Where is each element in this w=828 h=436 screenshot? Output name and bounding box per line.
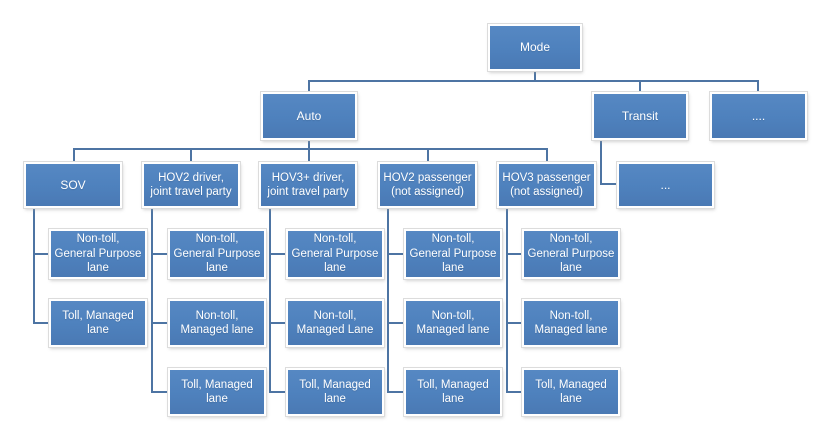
connector-to-hov2-driver — [190, 148, 192, 163]
connector-rail-level3 — [73, 148, 548, 150]
node-hov2p-lane-1: Non-toll, Managed lane — [404, 299, 502, 347]
node-ellipsis-transit: ... — [617, 162, 714, 208]
connector-hov2p-lane2 — [387, 391, 404, 393]
connector-hov2d-lane1 — [151, 322, 168, 324]
connector-hov3d-lane1 — [269, 322, 286, 324]
node-sov-lane-0: Non-toll, General Purpose lane — [49, 229, 147, 279]
node-sov-lane-1: Toll, Managed lane — [49, 299, 147, 347]
connector-sov-hang — [33, 208, 35, 324]
connector-rail-level2 — [308, 80, 759, 82]
connector-hov3p-lane0 — [506, 253, 522, 255]
connector-sov-lane1 — [33, 322, 49, 324]
connector-hov2p-lane1 — [387, 322, 404, 324]
node-hov2d-lane-0: Non-toll, General Purpose lane — [168, 229, 266, 279]
node-mode: Mode — [488, 24, 582, 71]
node-hov3p-lane-1: Non-toll, Managed lane — [522, 299, 620, 347]
connector-hov2p-hang — [387, 208, 389, 393]
connector-hov2d-hang — [151, 208, 153, 393]
connector-hov3d-lane2 — [269, 391, 286, 393]
node-hov3d-lane-2: Toll, Managed lane — [286, 368, 384, 416]
connector-hov3d-lane0 — [269, 253, 286, 255]
connector-hov3p-hang — [506, 208, 508, 393]
connector-transit-elbow — [600, 183, 618, 185]
node-hov3p-lane-0: Non-toll, General Purpose lane — [522, 229, 620, 279]
node-hov2-driver: HOV2 driver, joint travel party — [142, 162, 240, 208]
connector-hov3d-hang — [269, 208, 271, 393]
connector-hov2d-lane0 — [151, 253, 168, 255]
node-hov2d-lane-1: Non-toll, Managed lane — [168, 299, 266, 347]
connector-to-auto — [308, 80, 310, 93]
connector-auto-stub — [308, 140, 310, 163]
node-hov2p-lane-2: Toll, Managed lane — [404, 368, 502, 416]
node-ellipsis-top: .... — [710, 92, 807, 140]
node-hov3d-lane-0: Non-toll, General Purpose lane — [286, 229, 384, 279]
connector-sov-lane0 — [33, 253, 49, 255]
node-hov2-passenger: HOV2 passenger (not assigned) — [378, 162, 477, 208]
connector-transit-drop — [600, 140, 602, 185]
connector-to-hov3-pass — [546, 148, 548, 163]
node-hov3-driver: HOV3+ driver, joint travel party — [259, 162, 357, 208]
connector-hov2p-lane0 — [387, 253, 404, 255]
connector-to-dots — [757, 80, 759, 93]
connector-hov2d-lane2 — [151, 391, 168, 393]
node-sov: SOV — [24, 162, 122, 208]
connector-hov3p-lane1 — [506, 322, 522, 324]
connector-mode-stub — [534, 71, 536, 81]
node-transit: Transit — [592, 92, 688, 140]
connector-to-sov — [73, 148, 75, 163]
connector-to-transit — [639, 80, 641, 93]
node-hov3p-lane-2: Toll, Managed lane — [522, 368, 620, 416]
connector-to-hov2-pass — [427, 148, 429, 163]
node-hov3d-lane-1: Non-toll, Managed Lane — [286, 299, 384, 347]
node-hov3-passenger: HOV3 passenger (not assigned) — [497, 162, 596, 208]
node-hov2p-lane-0: Non-toll, General Purpose lane — [404, 229, 502, 279]
connector-hov3p-lane2 — [506, 391, 522, 393]
node-auto: Auto — [261, 92, 357, 140]
node-hov2d-lane-2: Toll, Managed lane — [168, 368, 266, 416]
